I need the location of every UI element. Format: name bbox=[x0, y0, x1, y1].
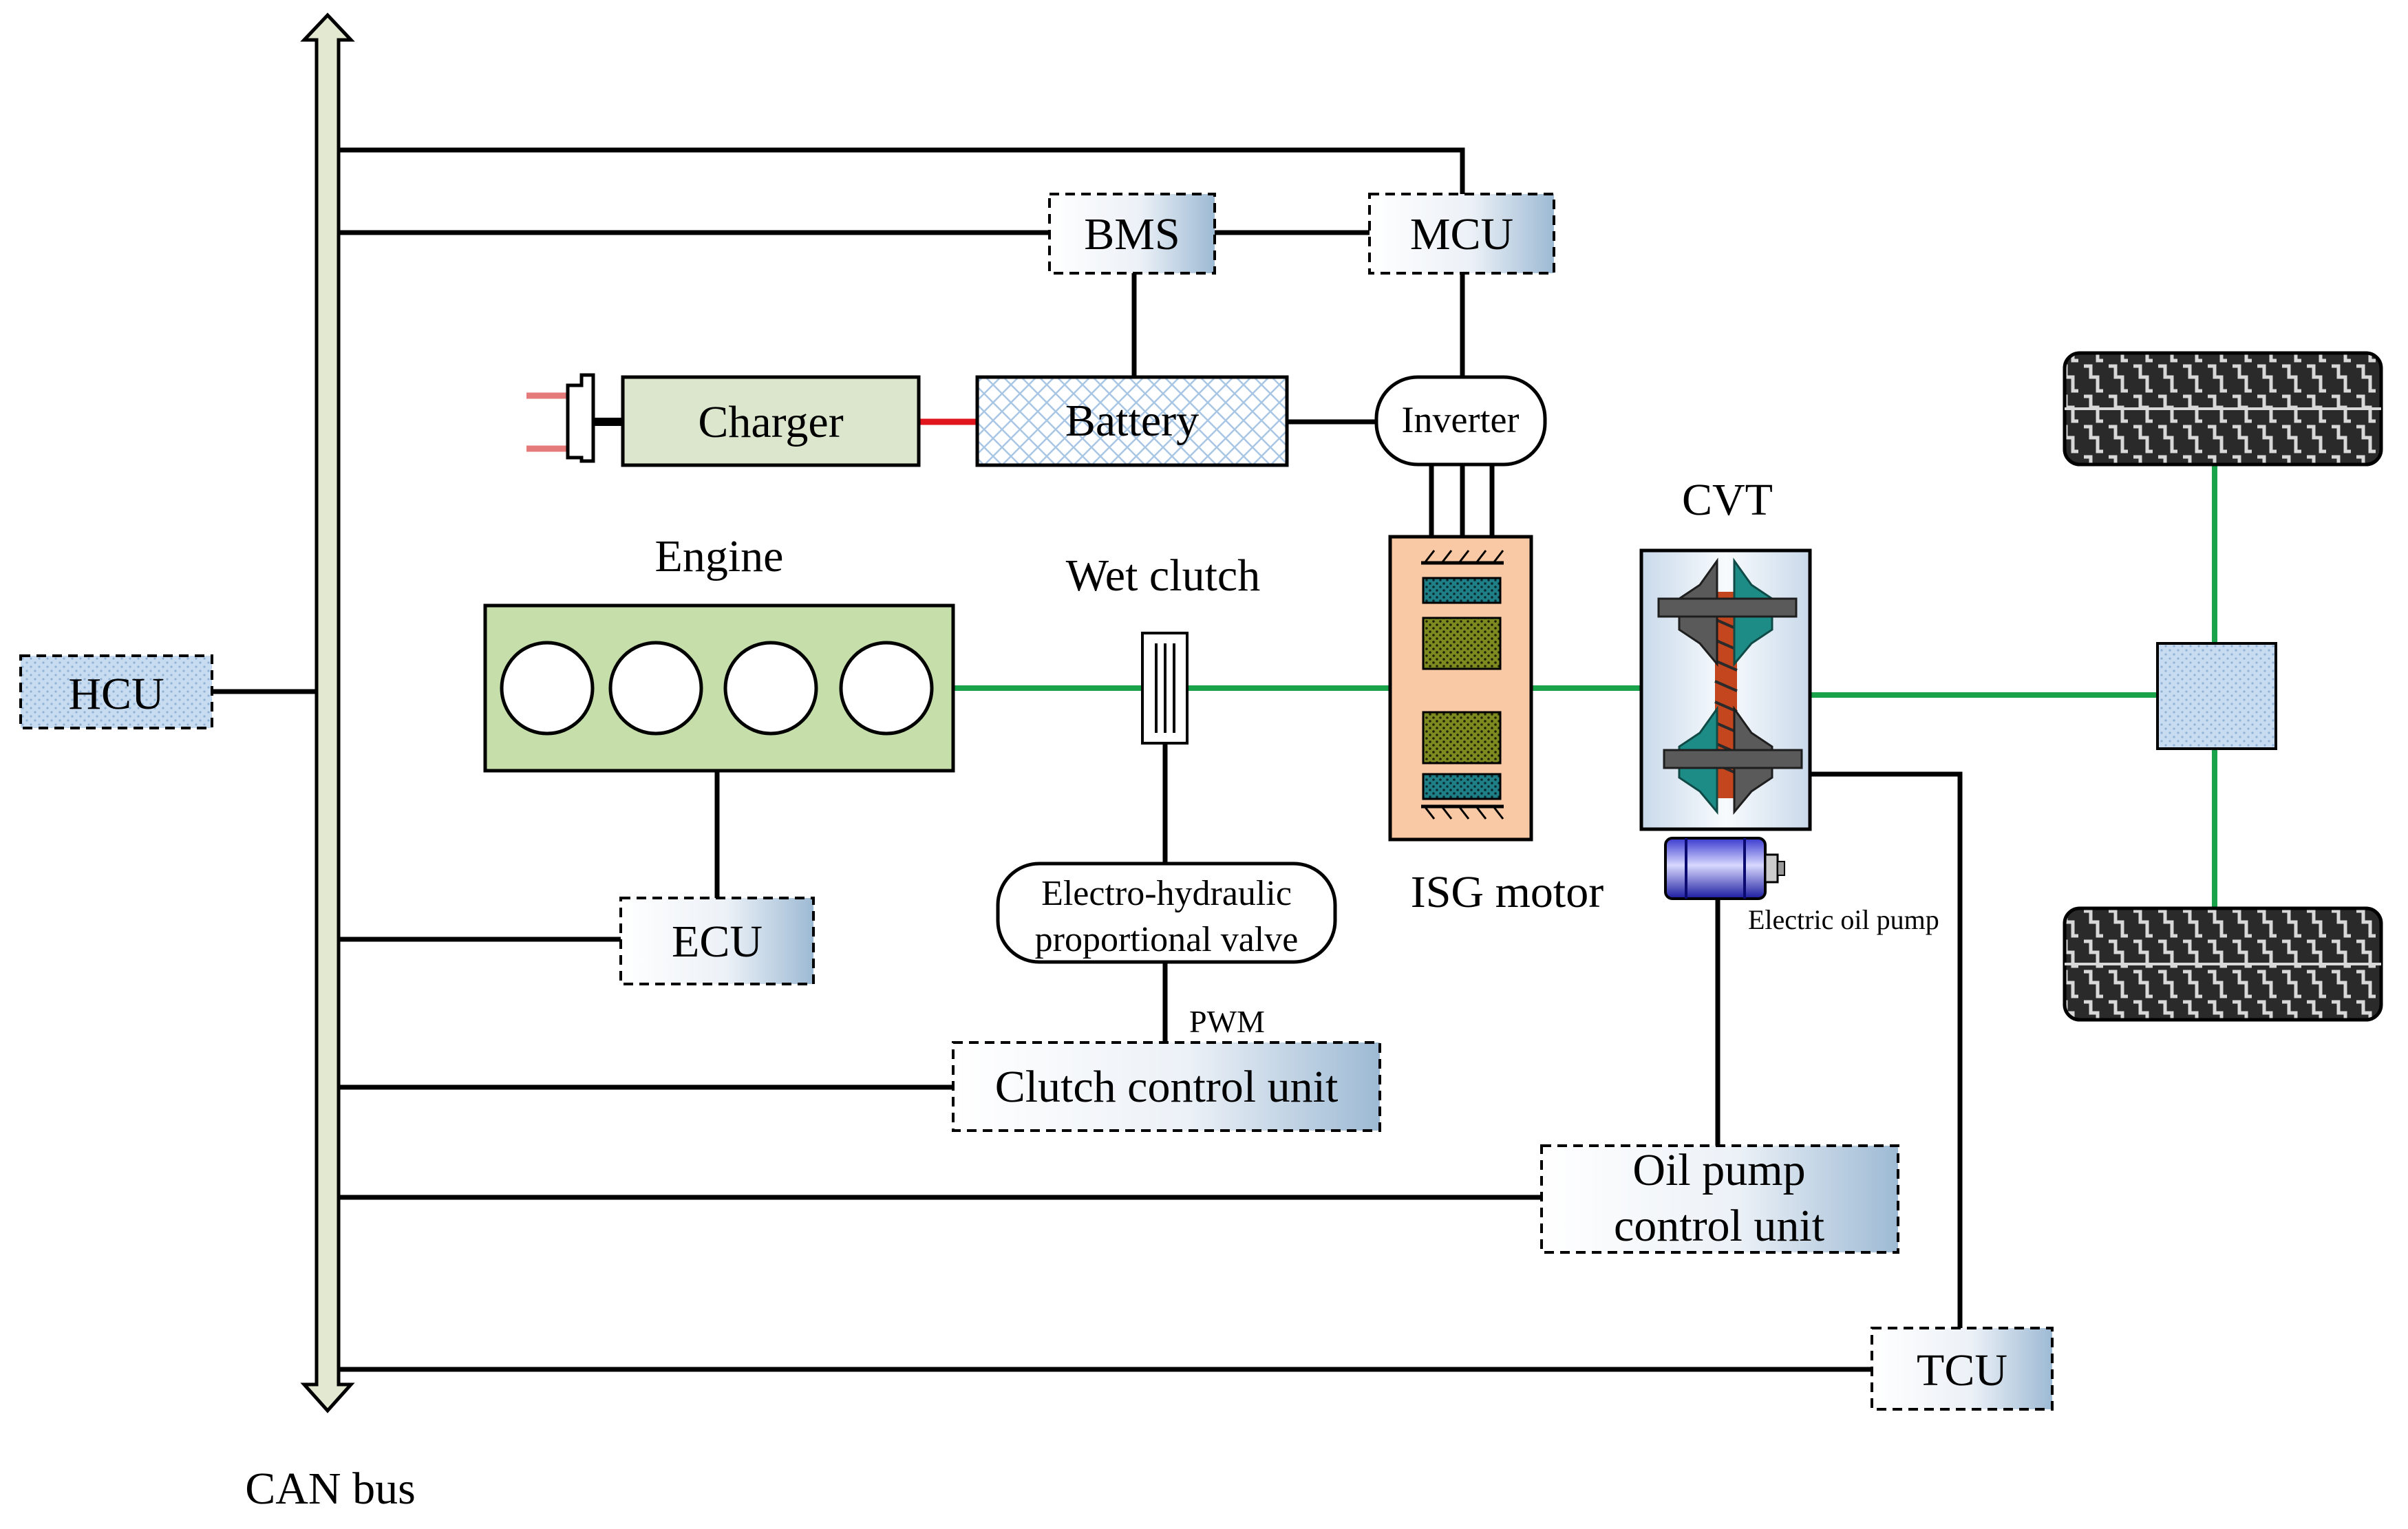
mcu-label: MCU bbox=[1410, 209, 1513, 259]
cvt-symbol bbox=[1639, 548, 1812, 831]
isg-motor-label: ISG motor bbox=[1411, 867, 1604, 917]
clutch-control-unit-label: Clutch control unit bbox=[995, 1062, 1339, 1112]
ecu-box: ECU bbox=[619, 897, 815, 985]
valve-label-line1: Electro-hydraulic bbox=[1041, 874, 1292, 913]
mcu-box: MCU bbox=[1368, 193, 1555, 275]
wheel-top-icon bbox=[2063, 351, 2383, 467]
wet-clutch-symbol bbox=[1141, 632, 1189, 745]
electric-oil-pump-label: Electric oil pump bbox=[1748, 904, 1939, 935]
engine-label: Engine bbox=[655, 531, 784, 581]
battery-label: Battery bbox=[1065, 396, 1199, 446]
pwm-label: PWM bbox=[1189, 1004, 1265, 1039]
differential-box bbox=[2156, 642, 2277, 750]
proportional-valve-box: Electro-hydraulic proportional valve bbox=[996, 862, 1337, 964]
plug-icon bbox=[526, 373, 595, 463]
tcu-box: TCU bbox=[1871, 1327, 2054, 1411]
isg-motor-symbol bbox=[1388, 535, 1533, 842]
valve-label-line2: proportional valve bbox=[1035, 920, 1299, 959]
engine-block bbox=[483, 603, 955, 773]
oil-pump-control-unit-box: Oil pump control unit bbox=[1540, 1144, 1899, 1254]
bms-box: BMS bbox=[1048, 193, 1216, 275]
oil-pump-label-line2: control unit bbox=[1614, 1201, 1824, 1251]
ecu-label: ECU bbox=[672, 917, 763, 967]
clutch-control-unit-box: Clutch control unit bbox=[952, 1041, 1381, 1132]
wet-clutch-label: Wet clutch bbox=[1066, 550, 1260, 601]
electric-oil-pump-symbol bbox=[1664, 837, 1785, 900]
can-bus bbox=[300, 12, 355, 1413]
wheel-bottom-icon bbox=[2063, 906, 2383, 1022]
cvt-label: CVT bbox=[1682, 475, 1773, 525]
battery-box: Battery bbox=[975, 375, 1289, 467]
charger-box: Charger bbox=[621, 375, 921, 467]
charger-label: Charger bbox=[698, 397, 843, 447]
inverter-box: Inverter bbox=[1374, 375, 1547, 467]
inverter-label: Inverter bbox=[1402, 399, 1520, 440]
oil-pump-label-line1: Oil pump bbox=[1632, 1145, 1805, 1195]
hcu-box: HCU bbox=[19, 654, 213, 729]
hcu-label: HCU bbox=[68, 669, 164, 719]
bms-label: BMS bbox=[1084, 209, 1180, 259]
can-bus-label: CAN bus bbox=[245, 1464, 416, 1514]
tcu-label: TCU bbox=[1917, 1345, 2007, 1396]
